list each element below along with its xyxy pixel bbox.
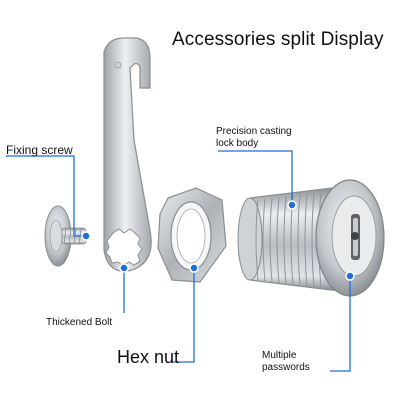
lock-body-part bbox=[237, 179, 385, 297]
precision-casting-line1: Precision casting bbox=[216, 126, 292, 137]
multiple-passwords-line2: passwords bbox=[262, 362, 310, 373]
multiple-passwords-dot bbox=[345, 271, 355, 281]
callout-lines bbox=[6, 150, 351, 372]
lock-body-dot bbox=[287, 200, 297, 210]
precision-casting-line2: lock body bbox=[216, 138, 259, 149]
multiple-passwords-label: Multiple passwords bbox=[262, 350, 310, 374]
hex-nut-part bbox=[157, 187, 227, 283]
precision-casting-label: Precision casting lock body bbox=[216, 126, 292, 150]
fixing-screw-part bbox=[44, 205, 87, 267]
cam-arm-part bbox=[103, 37, 152, 272]
fixing-screw-label: Fixing screw bbox=[6, 143, 73, 157]
thickened-bolt-label: Thickened Bolt bbox=[46, 317, 113, 328]
thickened-bolt-dot bbox=[119, 263, 129, 273]
hex-nut-label: Hex nut bbox=[117, 347, 180, 367]
hex-nut-dot bbox=[189, 263, 199, 273]
multiple-passwords-line1: Multiple bbox=[262, 350, 297, 361]
fixing-screw-dot bbox=[81, 231, 91, 241]
page-title: Accessories split Display bbox=[172, 29, 384, 50]
callout-dots bbox=[81, 200, 355, 281]
